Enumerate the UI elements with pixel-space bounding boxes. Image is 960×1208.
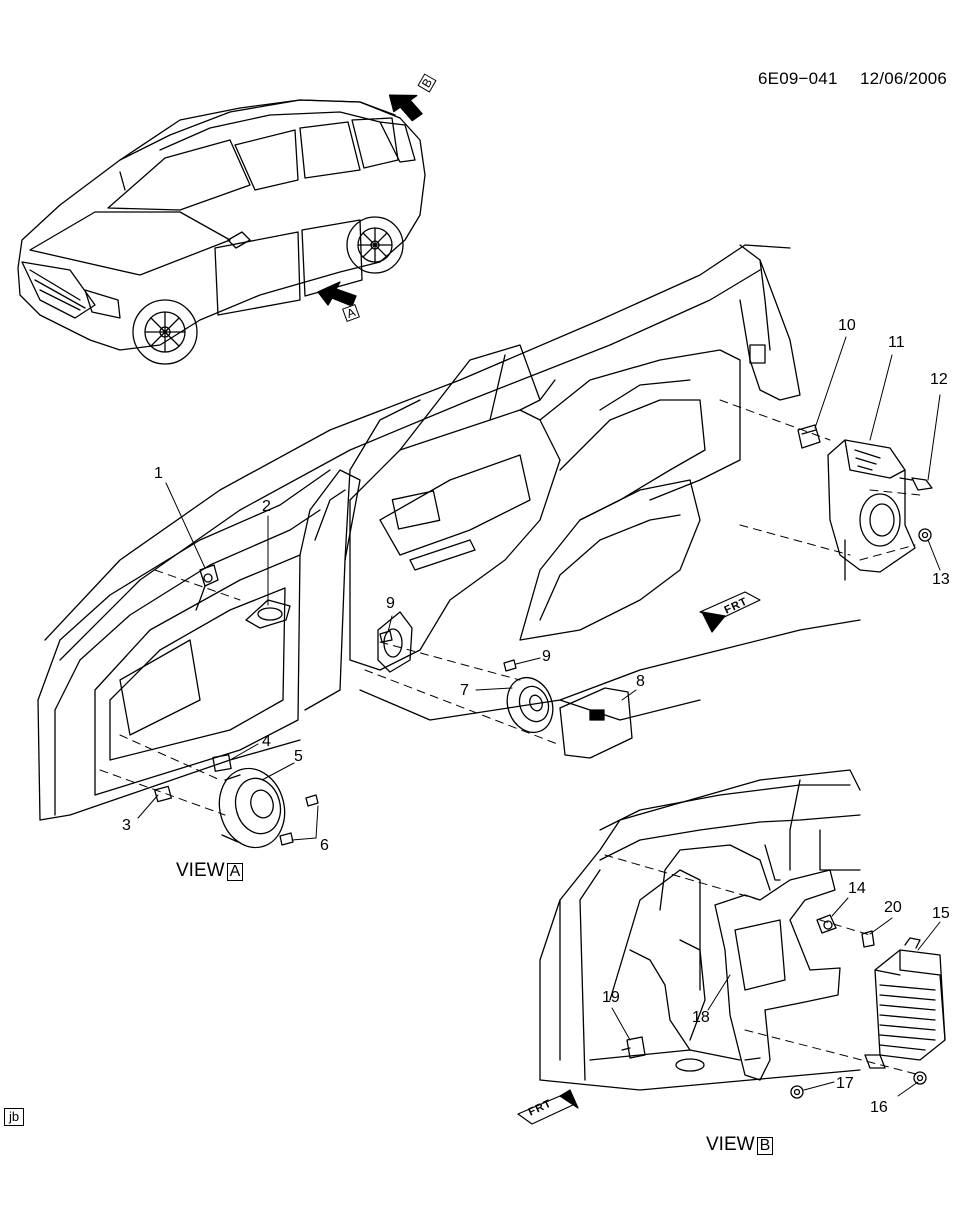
callout-2: 2 — [262, 498, 271, 515]
callout-18: 18 — [692, 1009, 710, 1026]
leader-17 — [804, 1082, 834, 1090]
leader-18 — [708, 975, 730, 1010]
leader-9b — [516, 658, 540, 664]
leader-6b — [292, 838, 316, 840]
leader-12 — [928, 395, 940, 480]
leader-4 — [230, 744, 258, 760]
callout-20: 20 — [884, 899, 902, 916]
part-14-shape — [817, 915, 836, 933]
part-5-shape — [211, 761, 294, 855]
interior-body-shell — [38, 245, 860, 820]
callout-3: 3 — [122, 817, 131, 834]
view-a-letter: A — [226, 863, 244, 881]
frt-indicator-upper-shape — [700, 592, 760, 632]
leader-8 — [622, 690, 636, 700]
callout-12: 12 — [930, 371, 948, 388]
leader-1 — [166, 483, 205, 568]
leader-20 — [870, 918, 892, 934]
callout-9-lower: 9 — [542, 648, 551, 665]
part-1-shape — [196, 565, 218, 610]
callout-7: 7 — [460, 682, 469, 699]
callout-15: 15 — [932, 905, 950, 922]
callout-10: 10 — [838, 317, 856, 334]
part-7-shape — [500, 671, 560, 739]
wiring-harness — [630, 845, 780, 1050]
view-b-pointer — [385, 82, 427, 126]
vehicle-illustration — [18, 100, 425, 364]
part-2-shape — [246, 600, 290, 628]
callout-6: 6 — [320, 837, 329, 854]
view-a-pointer — [318, 282, 356, 306]
part-6-shape — [280, 795, 318, 845]
frt-indicator-lower-shape — [518, 1090, 578, 1124]
callout-13: 13 — [932, 571, 950, 588]
leader-6 — [316, 806, 318, 838]
part-15-shape — [865, 938, 945, 1068]
leader-13 — [928, 540, 940, 570]
leader-16 — [898, 1082, 918, 1096]
leader-19 — [612, 1008, 630, 1040]
part-16-shape — [914, 1072, 926, 1084]
leader-7 — [476, 688, 512, 690]
callout-1: 1 — [154, 465, 163, 482]
part-13-shape — [919, 529, 931, 541]
part-3-shape — [155, 786, 172, 801]
part-8-shape — [560, 688, 632, 758]
leader-9a — [388, 616, 392, 632]
leader-3 — [138, 795, 158, 818]
leader-10 — [815, 337, 846, 428]
callout-4: 4 — [262, 733, 271, 750]
callout-8: 8 — [636, 673, 645, 690]
drawing-date: 12/06/2006 — [860, 69, 948, 88]
part-18-shape — [715, 870, 840, 1080]
leader-5 — [262, 763, 294, 780]
part-17-shape — [791, 1086, 803, 1098]
view-b-letter: B — [756, 1137, 774, 1155]
corner-tag: jb — [4, 1108, 25, 1126]
part-10-shape — [798, 425, 820, 448]
part-12-shape — [900, 478, 932, 490]
callout-11: 11 — [888, 334, 905, 351]
callout-16: 16 — [870, 1099, 888, 1116]
view-a-prefix: VIEW — [176, 860, 225, 881]
part-19-shape — [622, 1037, 645, 1058]
callout-17: 17 — [836, 1075, 854, 1092]
callout-5: 5 — [294, 748, 303, 765]
callout-9-upper: 9 — [386, 595, 395, 612]
part-11-shape — [828, 440, 915, 580]
callout-19: 19 — [602, 989, 620, 1006]
cargo-area-shell — [540, 770, 860, 1090]
leader-14 — [832, 898, 848, 916]
view-b-prefix: VIEW — [706, 1134, 755, 1155]
part-4-shape — [213, 755, 231, 772]
leader-11 — [870, 355, 892, 440]
drawing-code: 6E09−041 — [758, 69, 838, 88]
part-20-shape — [862, 931, 874, 947]
callout-14: 14 — [848, 880, 866, 897]
leader-15 — [918, 922, 940, 950]
